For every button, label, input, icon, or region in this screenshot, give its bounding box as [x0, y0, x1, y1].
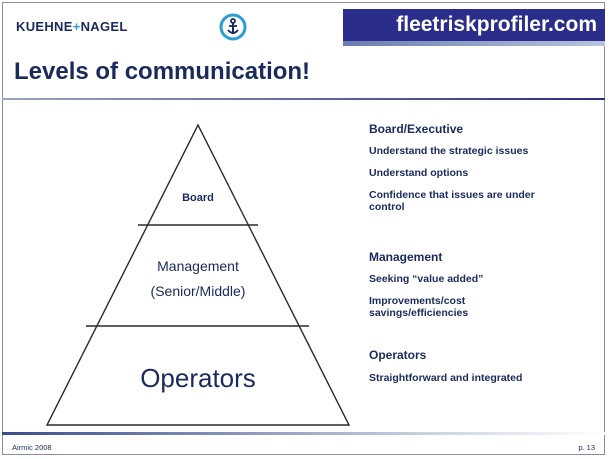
section-point: Straightforward and integrated: [369, 372, 523, 384]
title-divider: [2, 98, 605, 100]
section-heading: Management: [369, 250, 443, 264]
page-number: p. 13: [578, 443, 595, 452]
section-point: Improvements/cost savings/efficiencies: [369, 295, 469, 319]
footer-divider: [2, 432, 605, 435]
tier-operators-label: Operators: [140, 363, 256, 393]
footer-source: Airmic 2008: [12, 443, 52, 452]
section-point: Confidence that issues are under control: [369, 189, 535, 213]
page-title: Levels of communication!: [14, 58, 311, 85]
section-management: Management Seeking “value added” Improve…: [369, 250, 504, 319]
tier-board-label: Board: [182, 192, 214, 204]
site-banner-bar: [343, 41, 605, 46]
section-board: Board/Executive Understand the strategic…: [369, 122, 554, 213]
section-heading: Operators: [369, 348, 427, 362]
pyramid-outline: [45, 123, 351, 426]
section-operators: Operators Straightforward and integrated: [369, 348, 522, 384]
site-banner: fleetriskprofiler.com: [343, 9, 605, 41]
section-point: Understand options: [369, 167, 469, 179]
tier-management-label: Management: [157, 258, 239, 274]
section-point: Seeking “value added”: [369, 273, 484, 285]
brand-logo: KUEHNE+NAGEL: [16, 19, 128, 34]
tier-management-sublabel: (Senior/Middle): [150, 283, 246, 299]
section-point: Understand the strategic issues: [369, 145, 529, 157]
section-heading: Board/Executive: [369, 122, 464, 136]
anchor-icon: [219, 13, 247, 41]
slide-frame: [2, 2, 605, 455]
